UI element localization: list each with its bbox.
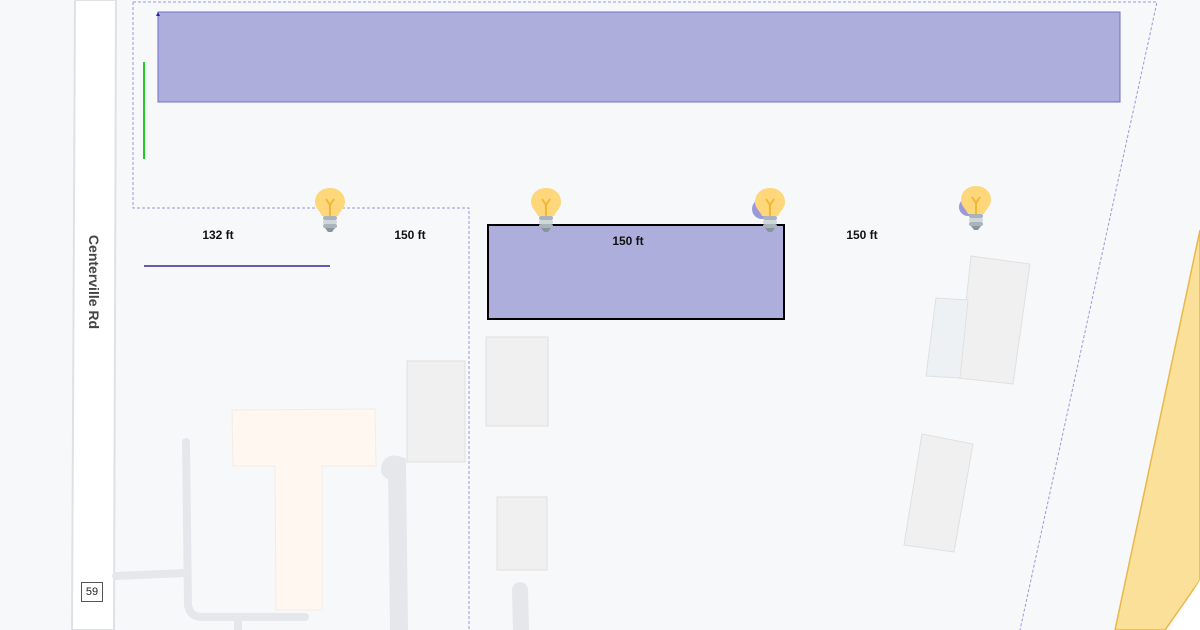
lightbulb-icon[interactable] — [313, 187, 347, 235]
lightbulb-icon[interactable] — [529, 187, 563, 235]
lightbulb-icon[interactable] — [959, 185, 993, 233]
measurement-label: 150 ft — [612, 234, 644, 248]
measurement-label: 150 ft — [846, 228, 878, 242]
building-t-shaped — [231, 408, 377, 611]
highway-edge — [1170, 580, 1200, 630]
measurement-label: 150 ft — [394, 228, 426, 242]
side-roads — [112, 438, 529, 630]
highway — [1114, 229, 1200, 630]
road-label: Centerville Rd — [86, 234, 102, 330]
vertex-handle[interactable] — [156, 12, 160, 16]
buildings — [406, 255, 1031, 571]
route-shield: 59 — [81, 582, 103, 602]
zone-selected[interactable] — [487, 224, 785, 320]
parcel-boundary — [132, 1, 1158, 630]
zone-top[interactable] — [157, 11, 1121, 103]
lightbulb-icon[interactable] — [753, 187, 787, 235]
measurement-label: 132 ft — [202, 228, 234, 242]
centerville-road — [70, 0, 118, 630]
